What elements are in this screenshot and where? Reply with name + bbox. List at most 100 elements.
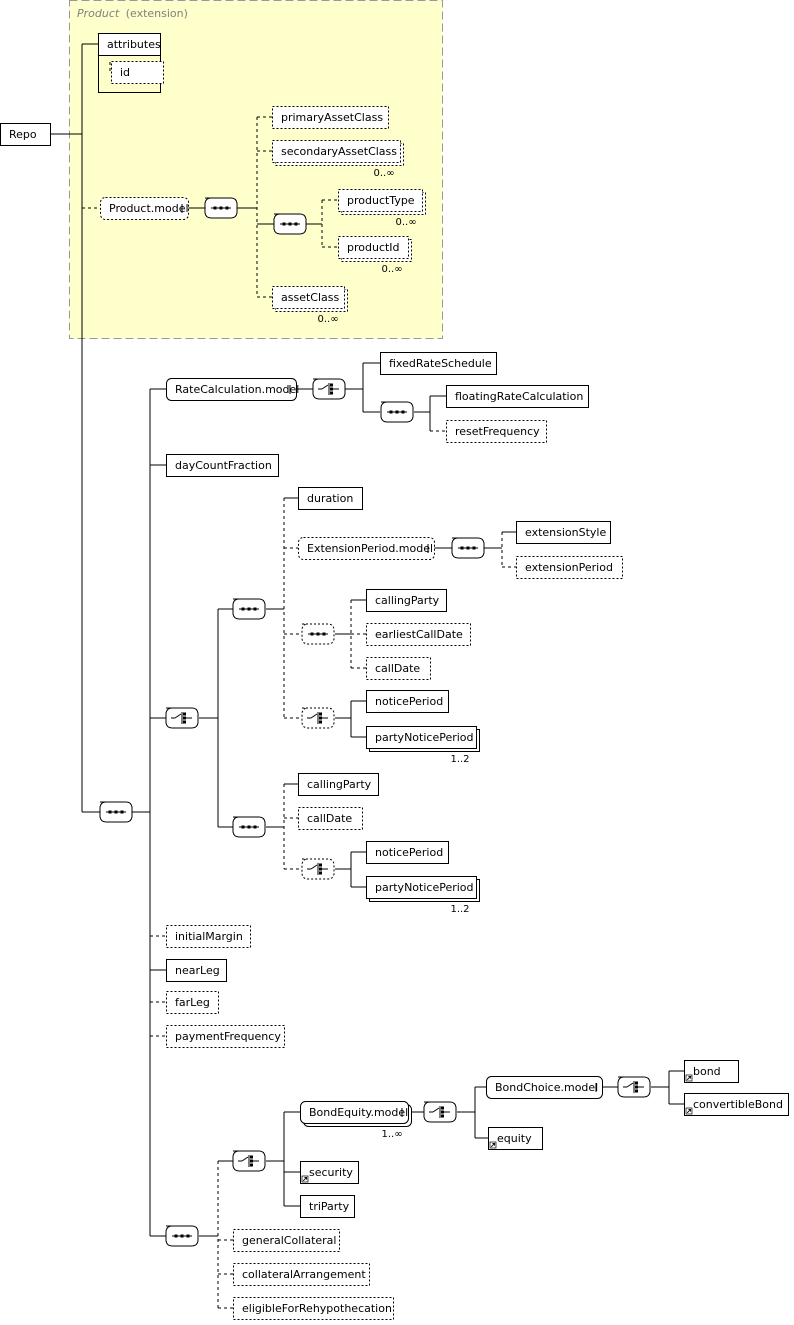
product-id[interactable]: productId 0..∞	[338, 236, 412, 276]
occurrence-label: 1..2	[450, 904, 469, 915]
reference-arrow-icon	[685, 1107, 693, 1115]
general-collateral[interactable]: generalCollateral	[233, 1229, 340, 1252]
element-label: generalCollateral	[242, 1234, 336, 1247]
sequence-icon	[238, 607, 260, 611]
id-attribute[interactable]: id	[111, 61, 164, 84]
call-date[interactable]: callDate	[366, 657, 431, 680]
repo-root[interactable]: Repo	[0, 123, 51, 146]
bond[interactable]: bond	[684, 1060, 739, 1083]
element-label: extensionStyle	[525, 526, 606, 539]
element-label: callingParty	[375, 594, 440, 607]
element-label: secondaryAssetClass	[281, 145, 397, 158]
floating-rate-calculation[interactable]: floatingRateCalculation	[446, 385, 589, 408]
element-label: extensionPeriod	[525, 561, 613, 574]
primary-asset-class[interactable]: primaryAssetClass	[272, 106, 389, 129]
call-date-2[interactable]: callDate	[298, 807, 363, 830]
repo-main-sequence[interactable]	[99, 801, 133, 823]
reference-arrow-icon	[489, 1141, 497, 1149]
calling-party-2[interactable]: callingParty	[298, 773, 379, 796]
notice-period[interactable]: noticePeriod	[366, 690, 449, 713]
rate-calculation-model[interactable]: RateCalculation.model	[166, 378, 300, 401]
security[interactable]: security	[300, 1161, 359, 1184]
floating-rate-sequence[interactable]	[380, 401, 414, 423]
element-label: callingParty	[307, 778, 372, 791]
sequence-icon	[279, 222, 301, 226]
product-model-group[interactable]: Product.model	[100, 197, 189, 220]
rate-calculation-choice[interactable]	[312, 378, 346, 400]
eligible-for-rehypothecation[interactable]: eligibleForRehypothecation	[233, 1297, 394, 1320]
occurrence-label: 0..∞	[373, 168, 394, 179]
collateral-choice[interactable]	[232, 1150, 266, 1172]
extension-title-suffix: (extension)	[126, 7, 188, 20]
extension-title: Product (extension)	[77, 7, 188, 20]
sequence-icon	[457, 546, 479, 550]
notice-period-2[interactable]: noticePeriod	[366, 841, 449, 864]
element-label: BondChoice.model	[495, 1081, 598, 1094]
connector-lines	[51, 43, 684, 1309]
bond-choice[interactable]	[617, 1076, 651, 1098]
equity[interactable]: equity	[488, 1127, 543, 1150]
element-label: nearLeg	[175, 964, 220, 977]
collateral-sequence[interactable]	[165, 1225, 199, 1247]
product-extension-region	[69, 0, 443, 339]
element-label: noticePeriod	[375, 695, 443, 708]
notice-period-choice-2[interactable]	[301, 858, 335, 880]
reset-frequency[interactable]: resetFrequency	[446, 420, 547, 443]
extension-period-model[interactable]: ExtensionPeriod.model	[298, 537, 435, 560]
element-label: RateCalculation.model	[175, 383, 299, 396]
element-label: eligibleForRehypothecation	[242, 1302, 392, 1315]
party-notice-period-2[interactable]: partyNoticePeriod 1..2	[366, 876, 480, 916]
element-label: duration	[307, 492, 353, 505]
element-label: triParty	[309, 1200, 350, 1213]
duration[interactable]: duration	[298, 487, 363, 510]
element-label: callDate	[375, 662, 420, 675]
element-label: Repo	[9, 128, 37, 141]
extension-style[interactable]: extensionStyle	[516, 521, 611, 544]
bond-equity-choice[interactable]	[423, 1101, 457, 1123]
open-term-sequence[interactable]	[232, 598, 266, 620]
termination-choice[interactable]	[165, 707, 199, 729]
extension-period-sequence[interactable]	[451, 537, 485, 559]
bond-choice-model[interactable]: BondChoice.model	[486, 1076, 603, 1099]
element-label: productId	[347, 241, 400, 254]
fixed-rate-schedule[interactable]: fixedRateSchedule	[380, 352, 497, 375]
convertible-bond[interactable]: convertibleBond	[684, 1093, 789, 1116]
element-label: floatingRateCalculation	[455, 390, 583, 403]
element-label: paymentFrequency	[175, 1030, 281, 1043]
tri-party[interactable]: triParty	[300, 1195, 355, 1218]
element-label: partyNoticePeriod	[375, 731, 474, 744]
element-label: collateralArrangement	[242, 1268, 366, 1281]
attributes-box[interactable]: attributes	[98, 33, 161, 56]
earliest-call-date[interactable]: earliestCallDate	[366, 623, 471, 646]
element-label: security	[309, 1166, 353, 1179]
occurrence-label: 0..∞	[381, 264, 402, 275]
far-leg[interactable]: farLeg	[166, 991, 219, 1014]
initial-margin[interactable]: initialMargin	[166, 925, 251, 948]
notice-period-choice[interactable]	[301, 707, 335, 729]
occurrence-label: 0..∞	[317, 314, 338, 325]
near-leg[interactable]: nearLeg	[166, 959, 227, 982]
product-model-sequence[interactable]	[204, 197, 238, 219]
reference-arrow-icon	[685, 1074, 693, 1082]
element-label: equity	[497, 1132, 532, 1145]
product-type-sequence[interactable]	[273, 213, 307, 235]
payment-frequency[interactable]: paymentFrequency	[166, 1025, 285, 1048]
element-label: dayCountFraction	[175, 459, 272, 472]
sequence-icon	[307, 632, 329, 636]
element-label: bond	[693, 1065, 721, 1078]
collateral-arrangement[interactable]: collateralArrangement	[233, 1263, 370, 1286]
callable-sequence[interactable]	[232, 816, 266, 838]
element-label: callDate	[307, 812, 352, 825]
element-label: partyNoticePeriod	[375, 881, 474, 894]
day-count-fraction[interactable]: dayCountFraction	[166, 454, 279, 477]
calling-party[interactable]: callingParty	[366, 589, 447, 612]
occurrence-label: 0..∞	[395, 217, 416, 228]
calling-party-sequence[interactable]	[301, 623, 335, 645]
sequence-icon	[386, 410, 408, 414]
secondary-asset-class[interactable]: secondaryAssetClass 0..∞	[272, 140, 404, 180]
extension-period[interactable]: extensionPeriod	[516, 556, 623, 579]
